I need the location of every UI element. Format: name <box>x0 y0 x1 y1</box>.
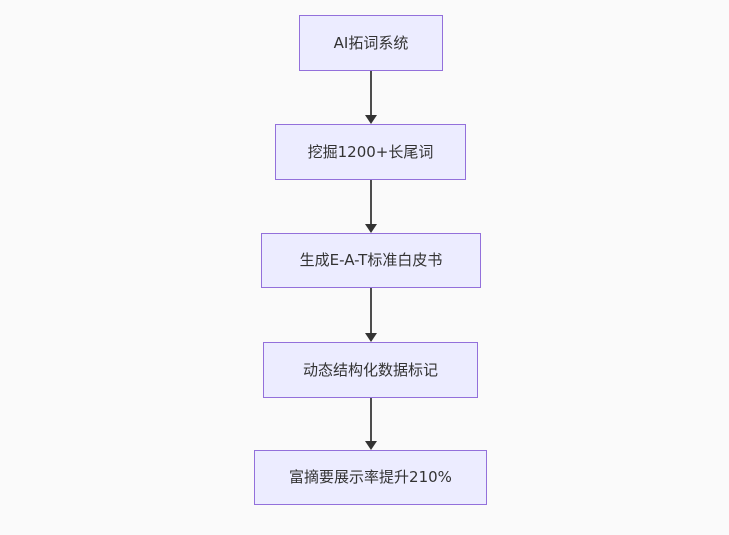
flow-node-ai-keyword-system: AI拓词系统 <box>299 15 443 71</box>
arrow-shaft <box>370 288 372 333</box>
arrow-shaft <box>370 180 372 224</box>
flow-arrow-2 <box>365 180 377 233</box>
flow-node-label: 富摘要展示率提升210% <box>289 468 452 486</box>
arrow-head-icon <box>365 115 377 124</box>
flow-node-rich-snippet-result: 富摘要展示率提升210% <box>254 450 487 505</box>
flow-node-label: 动态结构化数据标记 <box>302 360 438 379</box>
flow-node-label: 挖掘1200+长尾词 <box>307 142 434 161</box>
arrow-head-icon <box>365 441 377 450</box>
flow-node-eat-whitepaper: 生成E-A-T标准白皮书 <box>261 233 481 288</box>
flow-node-longtail-mining: 挖掘1200+长尾词 <box>275 124 466 180</box>
arrow-shaft <box>370 71 372 115</box>
arrow-head-icon <box>365 333 377 342</box>
flow-arrow-1 <box>365 71 377 124</box>
flow-arrow-4 <box>365 398 377 450</box>
flow-arrow-3 <box>365 288 377 342</box>
flow-node-label: 生成E-A-T标准白皮书 <box>299 251 443 269</box>
arrow-shaft <box>370 398 372 441</box>
flow-node-structured-data-markup: 动态结构化数据标记 <box>263 342 478 398</box>
arrow-head-icon <box>365 224 377 233</box>
flow-node-label: AI拓词系统 <box>333 33 409 52</box>
